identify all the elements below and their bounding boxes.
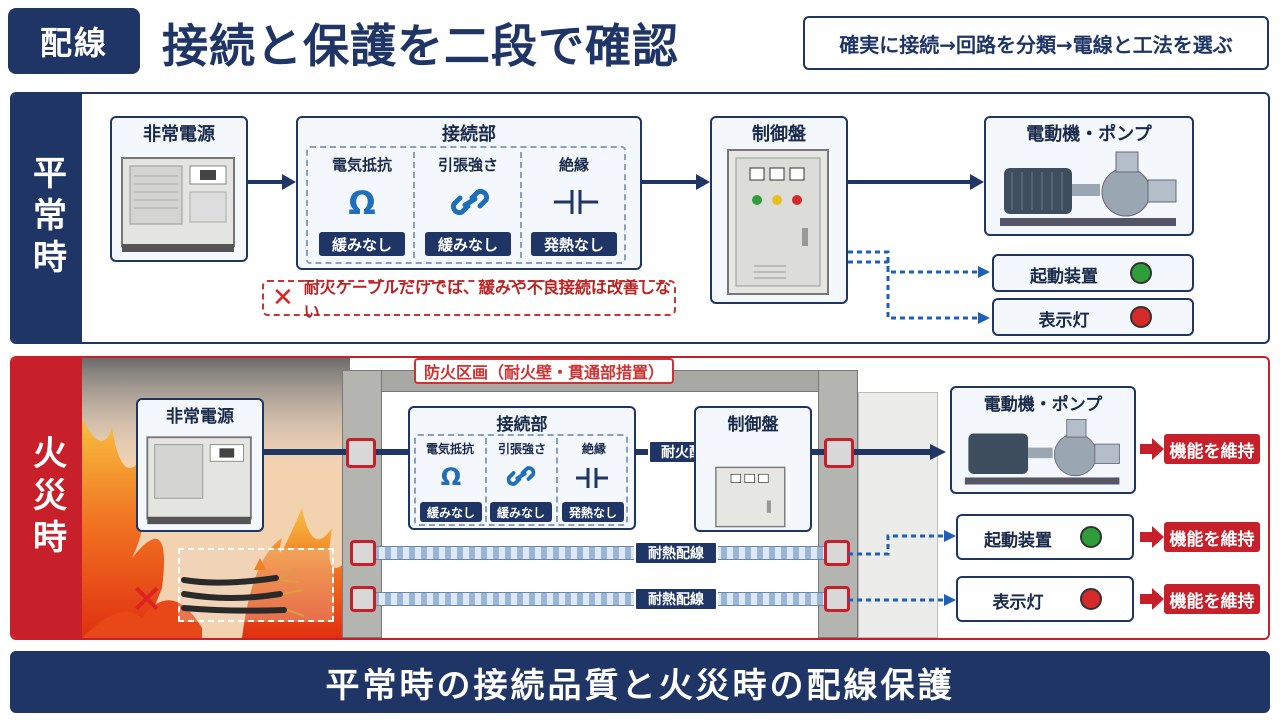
main-conduit: [264, 449, 414, 455]
starter-label: 起動装置: [984, 531, 1052, 551]
item-label: 電気抵抗: [331, 156, 392, 174]
burnt-cable-icon: [181, 558, 305, 617]
red-arrow-icon: [1140, 588, 1164, 610]
page-title: 接続と保護を二段で確認: [162, 19, 679, 73]
chain-link-icon: [506, 466, 536, 486]
control-label: 制御盤: [727, 415, 779, 435]
wall-sleeve: [824, 438, 854, 468]
function-badge: 機能を維持: [1164, 584, 1260, 614]
fire-wall-panel: [858, 392, 938, 638]
connection-items-frame: [306, 146, 626, 264]
signal-line: [848, 250, 990, 324]
red-arrow-icon: [1140, 526, 1164, 548]
heatproof-conduit: [360, 546, 836, 560]
flow-arrow: [248, 174, 296, 190]
function-badge: 機能を維持: [1164, 434, 1260, 464]
process-subtitle: 確実に接続→回路を分類→電線と工法を選ぶ: [803, 16, 1269, 70]
flow-arrow: [642, 174, 710, 190]
signal-line: [848, 530, 956, 606]
status-badge: 緩みなし: [490, 502, 552, 522]
lamp-label: 表示灯: [1038, 311, 1090, 331]
warning-text: 耐火ケーブルだけでは、緩みや不良接続は改善しない: [303, 278, 671, 321]
fire-band: 火災時: [12, 358, 82, 638]
starter-label: 起動装置: [1030, 267, 1098, 287]
motor-pump-icon: [964, 419, 1120, 485]
wall-sleeve: [824, 540, 850, 566]
divider: [520, 152, 522, 258]
control-label: 制御盤: [752, 124, 806, 145]
starter-box-fire: [956, 514, 1134, 560]
wall-sleeve: [824, 586, 850, 612]
flow-arrow: [848, 174, 984, 190]
heatproof-wiring-tag: 耐熱配線: [634, 541, 718, 565]
omega-icon: Ω: [441, 463, 461, 490]
wall-sleeve: [350, 586, 376, 612]
wall-sleeve: [346, 438, 376, 468]
motor-pump-icon: [1000, 151, 1177, 226]
lamp-box-fire: [956, 576, 1134, 622]
divider: [485, 438, 487, 522]
normal-band: 平常時: [12, 94, 82, 342]
control-cabinet-icon: [715, 466, 786, 528]
footer-banner: 平常時の接続品質と火災時の配線保護: [10, 651, 1270, 713]
generator-label: 非常電源: [143, 124, 215, 145]
item-label: 引張強さ: [497, 442, 546, 456]
fire-zone-label: 防火区画（耐火壁・貫通部措置）: [414, 358, 674, 384]
motor-label: 電動機・ポンプ: [983, 395, 1103, 415]
omega-icon: Ω: [348, 184, 375, 220]
heatproof-conduit: [360, 592, 836, 606]
status-badge: 発熱なし: [531, 232, 617, 256]
generator-icon: [146, 436, 252, 525]
item-label: 電気抵抗: [425, 442, 474, 456]
starter-box-normal: [992, 254, 1194, 292]
motor-label: 電動機・ポンプ: [1026, 124, 1152, 145]
item-label: 絶縁: [581, 442, 606, 456]
red-arrow-icon: [1140, 438, 1164, 460]
connection-title: 接続部: [496, 415, 548, 435]
green-button-icon: [1080, 526, 1102, 548]
divider: [413, 152, 415, 258]
heatproof-wiring-tag: 耐熱配線: [634, 587, 718, 611]
capacitor-icon: [576, 468, 608, 488]
connection-title: 接続部: [442, 124, 496, 145]
chain-link-icon: [450, 188, 490, 216]
red-lamp-icon: [1130, 306, 1152, 328]
item-label: 引張強さ: [437, 156, 498, 174]
cross-icon: ✕: [272, 283, 294, 313]
connection-items-frame: [414, 434, 628, 526]
svg-text:Ω: Ω: [441, 463, 461, 490]
red-lamp-icon: [1080, 588, 1102, 610]
green-button-icon: [1130, 262, 1152, 284]
lamp-box-normal: [992, 298, 1194, 336]
lamp-label: 表示灯: [992, 593, 1044, 613]
flow-arrow: [930, 444, 946, 460]
failure-cross-icon: ✕: [130, 577, 164, 623]
status-badge: 緩みなし: [420, 502, 482, 522]
generator-label: 非常電源: [166, 407, 234, 427]
function-badge: 機能を維持: [1164, 522, 1260, 552]
main-conduit: [812, 449, 938, 455]
status-badge: 緩みなし: [425, 232, 511, 256]
status-badge: 発熱なし: [562, 502, 624, 522]
svg-text:Ω: Ω: [348, 184, 375, 220]
section-tag: 配線: [8, 8, 140, 74]
divider: [556, 438, 558, 522]
control-cabinet-icon: [727, 149, 829, 295]
warning-note: ✕ 耐火ケーブルだけでは、緩みや不良接続は改善しない: [262, 278, 676, 321]
capacitor-icon: [554, 190, 598, 214]
status-badge: 緩みなし: [319, 232, 405, 256]
wall-sleeve: [350, 540, 376, 566]
item-label: 絶縁: [558, 156, 589, 174]
generator-icon: [121, 157, 235, 252]
